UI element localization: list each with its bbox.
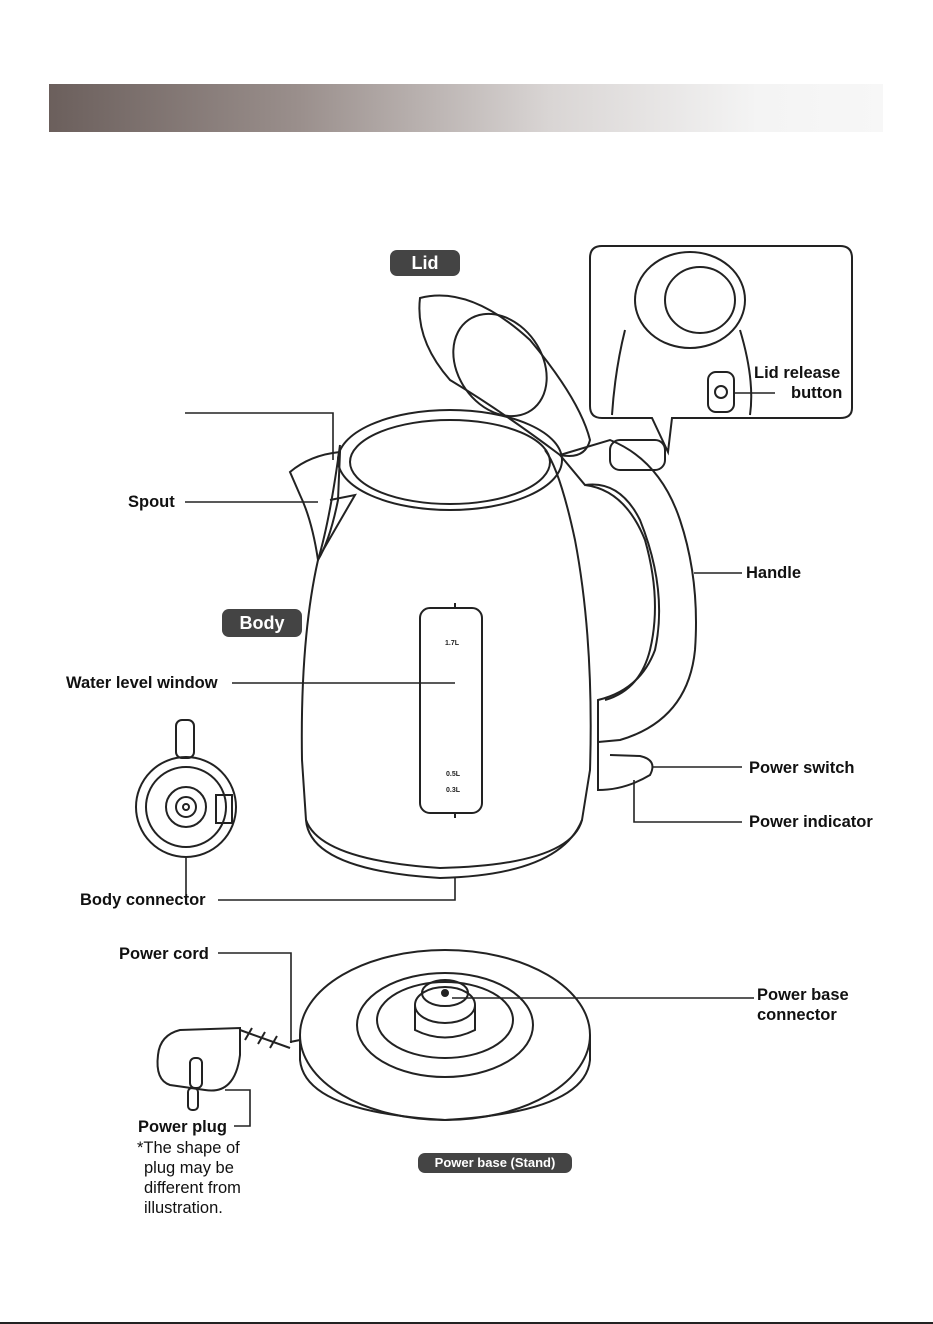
power-cord-label: Power cord <box>119 945 209 964</box>
water-mark-min: 0.3L <box>446 787 461 794</box>
body-connector-label: Body connector <box>80 891 206 910</box>
water-mark-max: 1.7L <box>445 640 460 647</box>
plug-note-line-4: illustration. <box>137 1198 241 1218</box>
kettle-spout <box>290 452 340 560</box>
body-connector-inset <box>136 720 236 857</box>
water-level-window-label: Water level window <box>66 674 218 693</box>
power-switch-shape <box>598 742 652 790</box>
plug-note-line-2: plug may be <box>137 1158 241 1178</box>
power-plug-shape <box>158 1028 241 1091</box>
water-mark-mid: 0.5L <box>446 771 461 778</box>
lid-release-inset-frame <box>590 246 852 452</box>
body-badge: Body <box>222 609 302 637</box>
lid-release-label-line1: Lid release <box>754 364 840 383</box>
water-level-window-shape <box>420 608 482 813</box>
power-base-shape <box>300 950 590 1120</box>
power-base-connector-label-line2: connector <box>757 1006 837 1025</box>
power-base-badge: Power base (Stand) <box>418 1153 572 1173</box>
kettle-lid <box>419 296 590 456</box>
kettle-rim <box>338 410 562 510</box>
lid-badge: Lid <box>390 250 460 276</box>
power-indicator-label: Power indicator <box>749 813 873 832</box>
spout-label: Spout <box>128 493 175 512</box>
power-plug-label: Power plug <box>138 1118 227 1137</box>
handle-label: Handle <box>746 564 801 583</box>
power-base-connector-label-line1: Power base <box>757 986 849 1005</box>
plug-note-line-1: *The shape of <box>137 1138 241 1158</box>
power-switch-label: Power switch <box>749 759 854 778</box>
kettle-handle <box>560 440 696 742</box>
lid-release-label-line2: button <box>791 384 842 403</box>
plug-note: *The shape of plug may be different from… <box>137 1138 241 1218</box>
plug-note-line-3: different from <box>137 1178 241 1198</box>
